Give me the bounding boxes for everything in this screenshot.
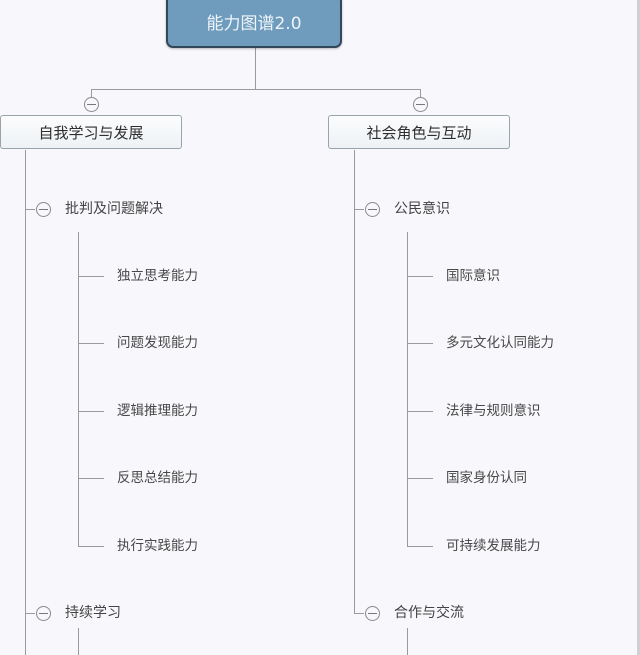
branch-node-social-roles[interactable]: 社会角色与互动 [328,115,510,149]
connector [91,89,92,97]
collapse-toggle-icon[interactable] [36,202,51,217]
group-node-civic-awareness[interactable]: 公民意识 [394,201,450,217]
connector [25,150,26,655]
root-node[interactable]: 能力图谱2.0 [166,0,342,48]
connector [25,613,35,614]
connector [407,628,408,655]
collapse-toggle-icon[interactable] [36,606,51,621]
connector [407,546,433,547]
leaf-node[interactable]: 执行实践能力 [117,538,198,554]
branch-label: 自我学习与发展 [38,123,144,142]
connector [407,232,408,546]
leaf-node[interactable]: 问题发现能力 [117,335,198,351]
connector [255,48,256,89]
leaf-node[interactable]: 独立思考能力 [117,268,198,284]
connector [78,478,104,479]
branch-node-self-learning[interactable]: 自我学习与发展 [0,115,182,149]
collapse-toggle-icon[interactable] [413,97,428,112]
root-label: 能力图谱2.0 [206,13,302,34]
leaf-node[interactable]: 可持续发展能力 [446,538,541,554]
group-node-critical-thinking[interactable]: 批判及问题解决 [65,201,163,217]
connector [78,232,79,546]
leaf-node[interactable]: 国际意识 [446,268,500,284]
connector [78,628,79,655]
leaf-node[interactable]: 国家身份认同 [446,470,527,486]
group-node-continuous-learning[interactable]: 持续学习 [65,605,121,621]
connector [407,343,433,344]
connector [407,276,433,277]
group-node-cooperation[interactable]: 合作与交流 [394,605,464,621]
connector [78,546,104,547]
connector [354,613,364,614]
connector [78,276,104,277]
branch-label: 社会角色与互动 [366,123,472,142]
connector [354,209,364,210]
connector [420,89,421,97]
leaf-node[interactable]: 法律与规则意识 [446,403,541,419]
connector [78,411,104,412]
connector [354,150,355,614]
scrollbar[interactable] [637,0,640,655]
leaf-node[interactable]: 反思总结能力 [117,470,198,486]
connector [25,209,35,210]
connector [78,343,104,344]
connector [91,89,421,90]
leaf-node[interactable]: 逻辑推理能力 [117,403,198,419]
connector [407,478,433,479]
connector [407,411,433,412]
leaf-node[interactable]: 多元文化认同能力 [446,335,554,351]
collapse-toggle-icon[interactable] [365,202,380,217]
collapse-toggle-icon[interactable] [365,606,380,621]
collapse-toggle-icon[interactable] [84,97,99,112]
